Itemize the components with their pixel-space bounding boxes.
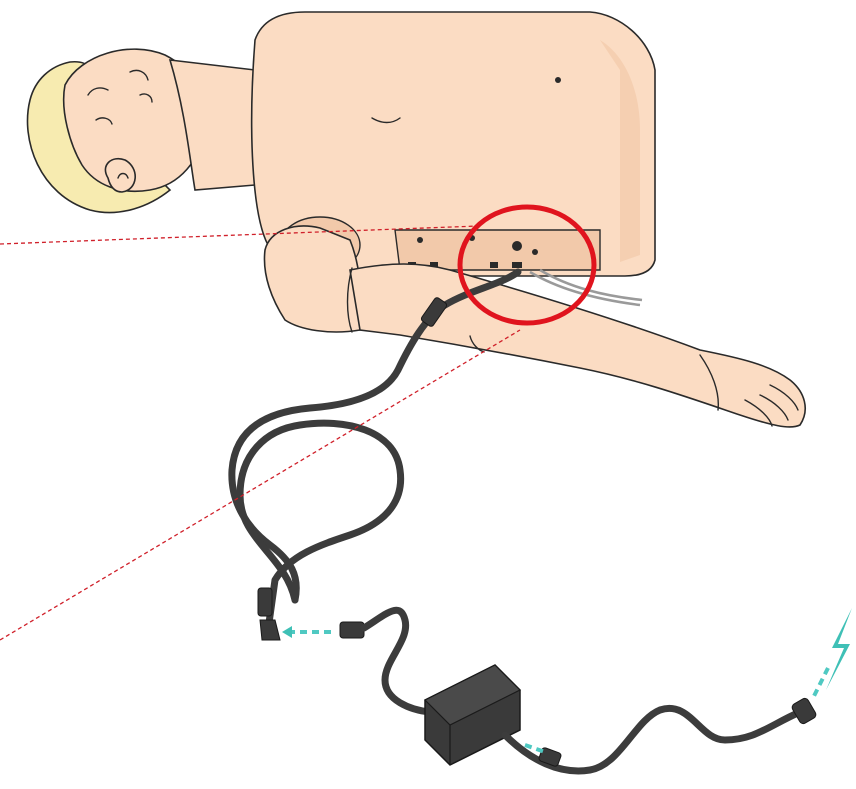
lightning-bolt-icon bbox=[812, 608, 852, 700]
power-adapter-brick bbox=[425, 665, 520, 765]
adapter-cable bbox=[340, 610, 817, 771]
dashed-arrow-icon bbox=[282, 626, 335, 638]
